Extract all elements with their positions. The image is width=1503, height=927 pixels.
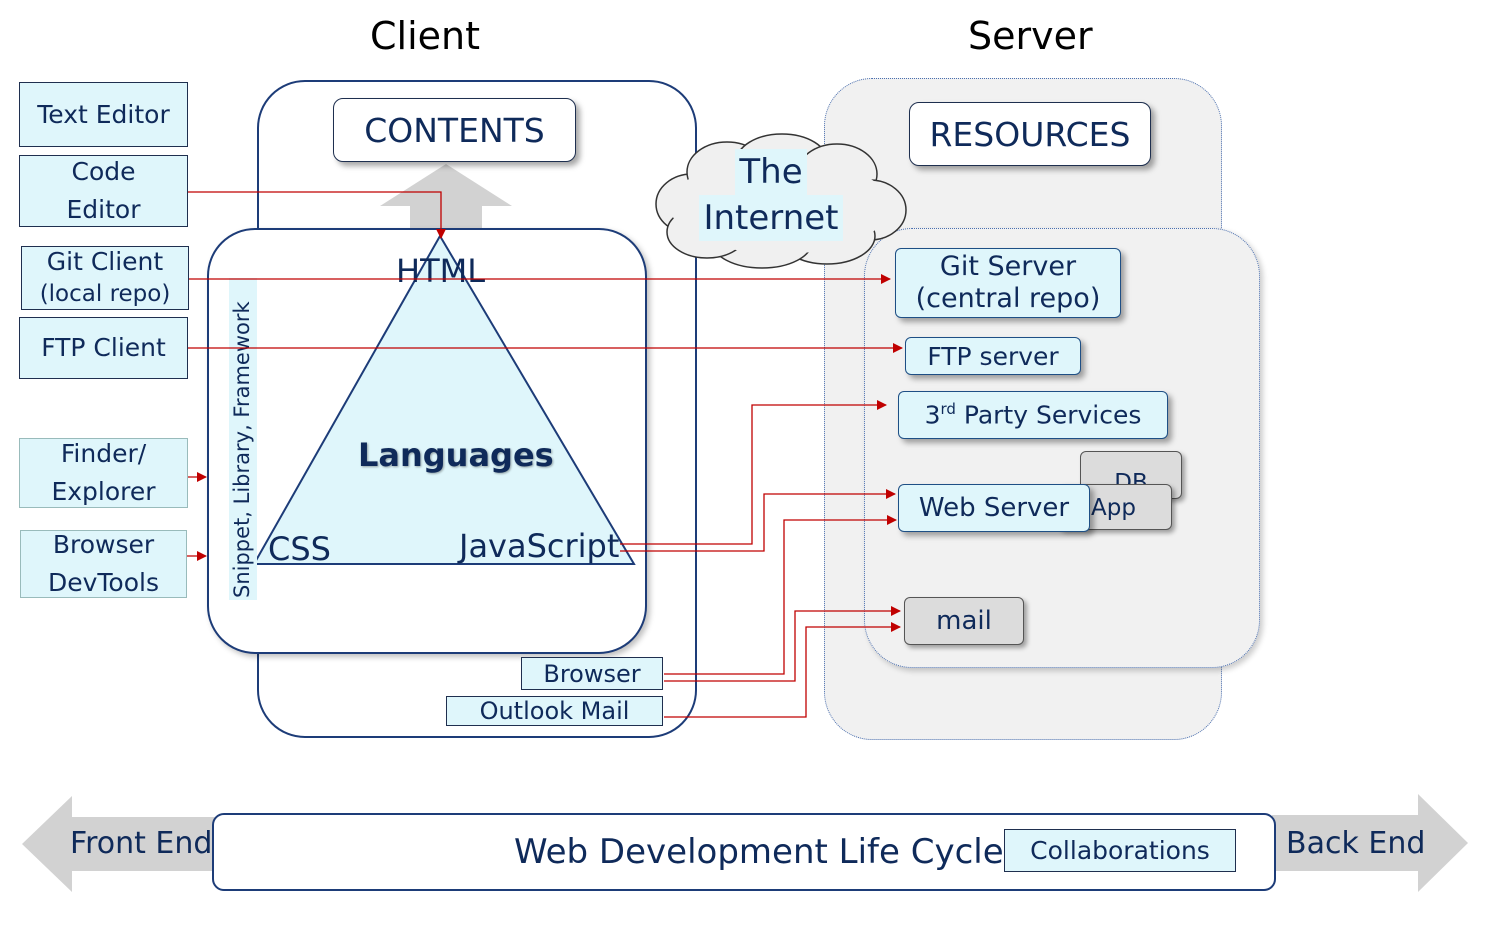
resources-box: RESOURCES — [909, 102, 1151, 166]
snippet-library-framework-label: Snippet, Library, Framework — [229, 278, 257, 600]
collaborations-box: Collaborations — [1004, 829, 1236, 872]
client-heading: Client — [370, 14, 481, 58]
browser-devtools-box: Browser DevTools — [20, 530, 187, 598]
contents-box: CONTENTS — [333, 98, 576, 162]
vertical-label-svg: Snippet, Library, Framework — [230, 300, 254, 598]
back-end-arrow-icon — [1272, 794, 1468, 892]
front-end-label: Front End — [70, 826, 213, 861]
front-end-arrow-icon — [22, 796, 216, 892]
ftp-server-box: FTP server — [905, 337, 1081, 375]
languages-triangle — [252, 234, 636, 565]
web-server-box: Web Server — [898, 484, 1090, 532]
third-party-label: 3rd Party Services — [924, 400, 1142, 430]
outlook-mail-box: Outlook Mail — [446, 696, 663, 726]
finder-explorer-box: Finder/ Explorer — [19, 438, 188, 508]
server-heading: Server — [968, 14, 1093, 58]
css-label: CSS — [268, 530, 331, 568]
side-label-text: Snippet, Library, Framework — [230, 300, 254, 598]
internet-label: The Internet — [696, 149, 846, 241]
browser-box: Browser — [521, 657, 663, 690]
code-editor-box: Code Editor — [19, 155, 188, 227]
lifecycle-label: Web Development Life Cycle — [514, 832, 1004, 872]
back-end-label: Back End — [1286, 826, 1426, 861]
html-label: HTML — [396, 252, 486, 290]
languages-label: Languages — [358, 436, 554, 474]
ftp-client-box: FTP Client — [19, 317, 188, 379]
up-arrow-icon — [380, 164, 512, 232]
third-party-services-box: 3rd Party Services — [898, 391, 1168, 439]
text-editor-box: Text Editor — [19, 82, 188, 147]
git-client-box: Git Client (local repo) — [21, 246, 189, 310]
mail-box: mail — [904, 597, 1024, 645]
git-server-box: Git Server (central repo) — [895, 248, 1121, 318]
javascript-label: JavaScript — [459, 527, 620, 565]
